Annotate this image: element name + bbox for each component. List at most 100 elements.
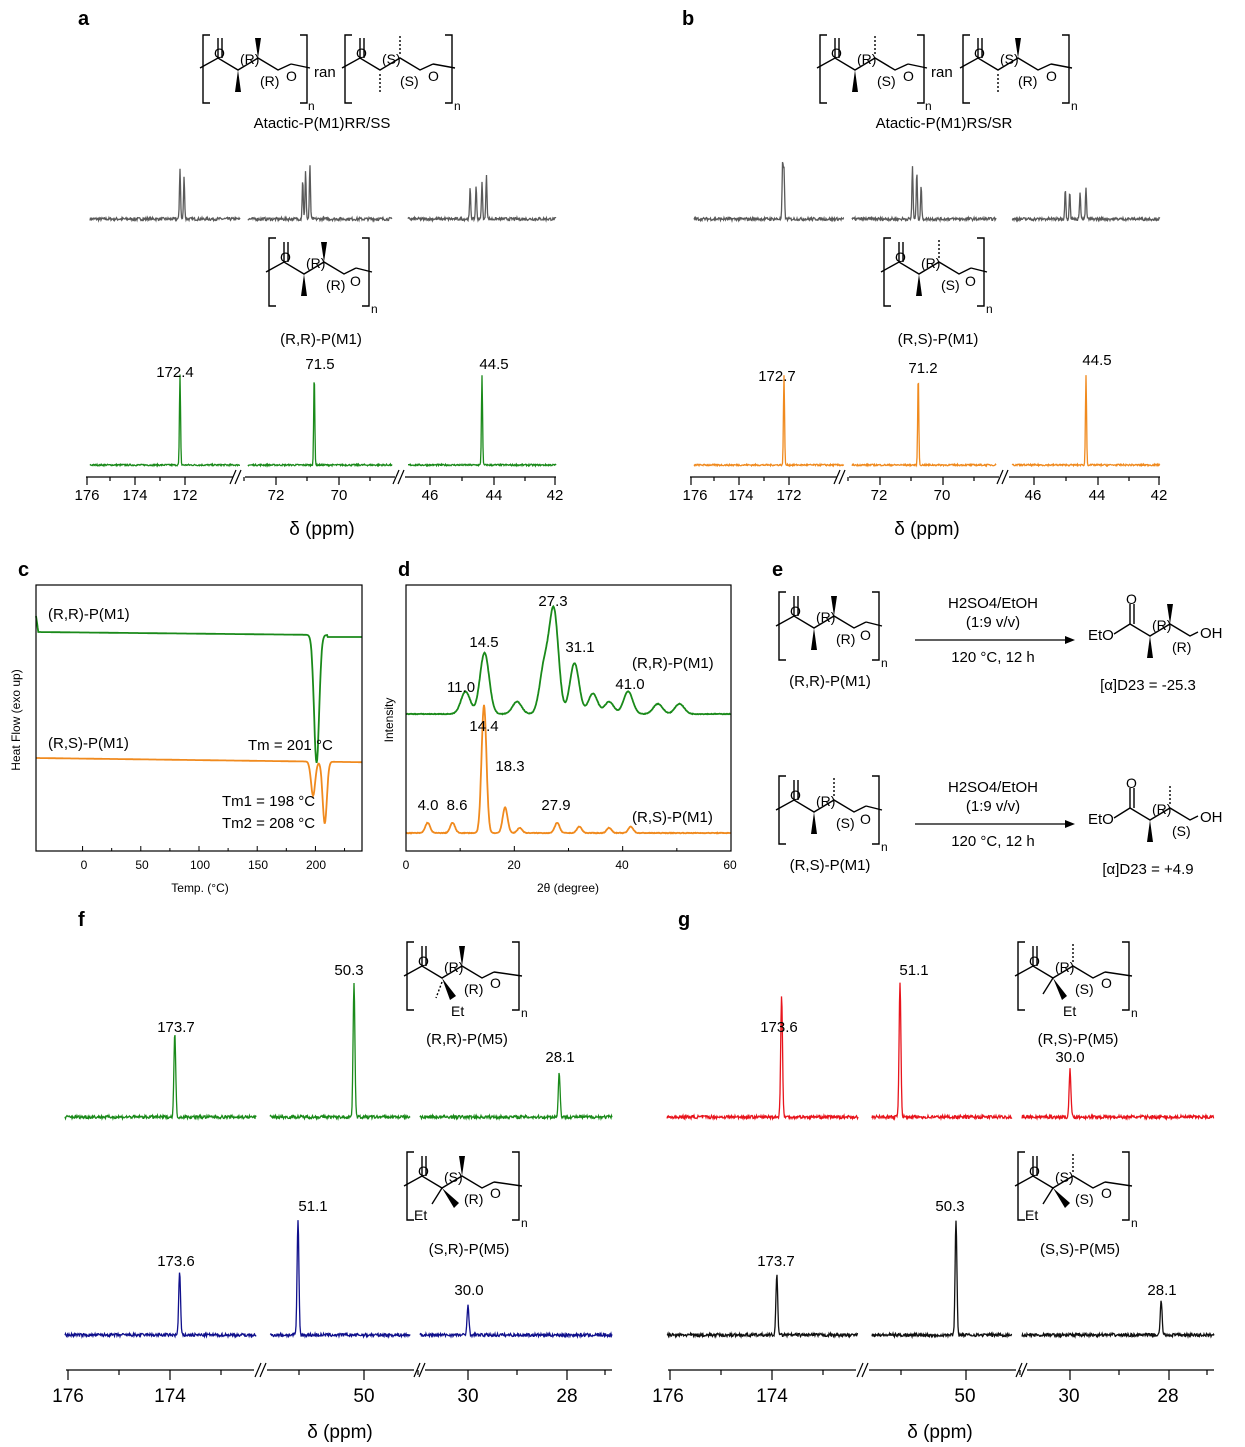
peak-label: 14.5 (469, 634, 498, 651)
axis-break (996, 469, 1004, 485)
svg-text:(S): (S) (1075, 981, 1094, 997)
tick-label: 172 (776, 487, 801, 504)
reaction-1: O O (R) (R) n (R,R)-P(M1) H2SO4/EtOH (1:… (775, 591, 1223, 694)
panel-g-bottom-polymer: (S,S)-P(M5) (1040, 1241, 1120, 1258)
tick-label: 30 (457, 1386, 478, 1407)
panel-a-top-trace (247, 165, 393, 223)
axis-break (413, 1362, 421, 1378)
panel-g-bottom-trace (1021, 1300, 1215, 1339)
stereo-e5: (R) (816, 793, 835, 809)
peak-label: 172.4 (156, 364, 194, 381)
stereo-b4: (R) (1018, 73, 1037, 89)
panel-f-label: f (78, 909, 85, 931)
panel-f-top-trace (419, 1072, 613, 1121)
panel-a-mid-structure: O O (R) (R) n (R,R)-P(M1) (265, 237, 378, 348)
panel-b-bottom-trace (693, 375, 845, 468)
stereo-e4: (R) (1172, 639, 1191, 655)
panel-b-xlabel: δ (ppm) (894, 519, 959, 540)
ran-label: ran (931, 64, 953, 81)
n-label: n (1131, 1216, 1138, 1230)
stereo-a2: (R) (260, 73, 279, 89)
svg-text:O: O (356, 45, 367, 61)
stereo-a6: (R) (326, 277, 345, 293)
tick-label: 60 (723, 858, 737, 872)
n-label: n (925, 99, 932, 113)
tick-label: 174 (756, 1386, 788, 1407)
svg-text:(S): (S) (1075, 1191, 1094, 1207)
svg-text:O: O (1101, 975, 1112, 991)
svg-text:O: O (1101, 1185, 1112, 1201)
tick-label: 42 (1151, 487, 1168, 504)
peak-label: 51.1 (899, 962, 928, 979)
peak-label: 30.0 (454, 1282, 483, 1299)
panel-c-ylabel: Heat Flow (exo up) (9, 669, 23, 770)
rotation-2: [α]D23 = +4.9 (1102, 861, 1193, 878)
svg-text:O: O (895, 249, 906, 265)
reaction-1-polymer: (R,R)-P(M1) (789, 673, 871, 690)
et-label: Et (414, 1207, 427, 1223)
panel-f-bottom-trace (64, 1272, 257, 1339)
panel-d-label: d (398, 559, 410, 581)
panel-b-bottom-trace (1011, 375, 1161, 468)
tick-label: 172 (172, 487, 197, 504)
panel-g-bottom-trace (666, 1274, 859, 1339)
n-label: n (308, 99, 315, 113)
stereo-b3: (S) (1000, 51, 1019, 67)
axis-break (833, 469, 841, 485)
tick-label: 174 (122, 487, 147, 504)
spectra-layer (35, 161, 1215, 1380)
panel-e-label: e (772, 559, 783, 581)
svg-text:O: O (790, 787, 801, 803)
panel-b-top-trace (1011, 187, 1161, 223)
peak-label: 8.6 (447, 797, 468, 814)
panel-a-top-trace (89, 168, 241, 223)
panel-b-label: b (682, 8, 694, 30)
svg-text:O: O (974, 45, 985, 61)
svg-text:O: O (831, 45, 842, 61)
svg-text:O: O (1126, 591, 1137, 607)
panel-f-bottom-structure: O O (S) (R) Et n (S,R)-P(M5) (403, 1151, 528, 1258)
tick-label: 174 (154, 1386, 186, 1407)
peak-label: 14.4 (469, 718, 498, 735)
svg-text:O: O (490, 1185, 501, 1201)
tick-label: 42 (547, 487, 564, 504)
peak-label: 27.3 (538, 593, 567, 610)
svg-text:O: O (965, 273, 976, 289)
stereo-b2: (S) (877, 73, 896, 89)
peak-label: 28.1 (1147, 1282, 1176, 1299)
tick-label: 40 (615, 858, 629, 872)
svg-text:O: O (860, 811, 871, 827)
panel-a-bottom-trace (247, 382, 393, 468)
panel-d-series-rr: (R,R)-P(M1) (632, 655, 714, 672)
ran-label: ran (314, 64, 336, 81)
panel-f-top-trace (269, 982, 411, 1121)
n-label: n (986, 302, 993, 316)
svg-text:O: O (428, 68, 439, 84)
svg-text:(R): (R) (1055, 959, 1074, 975)
stereo-e3: (R) (1152, 617, 1171, 633)
axis-break (254, 1362, 262, 1378)
stereo-a3: (S) (382, 51, 401, 67)
axis-break (1020, 1362, 1028, 1378)
panel-d-xlabel: 2θ (degree) (537, 881, 599, 895)
svg-text:O: O (860, 627, 871, 643)
panel-f-top-polymer: (R,R)-P(M5) (426, 1031, 508, 1048)
axis-break (856, 1362, 864, 1378)
stereo-b6: (S) (941, 277, 960, 293)
tick-label: 50 (135, 858, 149, 872)
svg-text:O: O (280, 249, 291, 265)
tick-label: 46 (1025, 487, 1042, 504)
peak-label: 27.9 (541, 797, 570, 814)
svg-text:(R): (R) (464, 981, 483, 997)
axis-break (392, 469, 400, 485)
panel-g-top-trace (666, 996, 859, 1121)
eto-1: EtO (1088, 627, 1114, 644)
n-label: n (881, 840, 888, 854)
panel-g-top-structure: O O (R) (S) Et n (R,S)-P(M5) (1014, 941, 1138, 1048)
panel-a-xlabel: δ (ppm) (289, 519, 354, 540)
eto-2: EtO (1088, 811, 1114, 828)
stereo-b5: (R) (921, 255, 940, 271)
reaction-1-reagent: H2SO4/EtOH (948, 595, 1038, 612)
n-label: n (1071, 99, 1078, 113)
